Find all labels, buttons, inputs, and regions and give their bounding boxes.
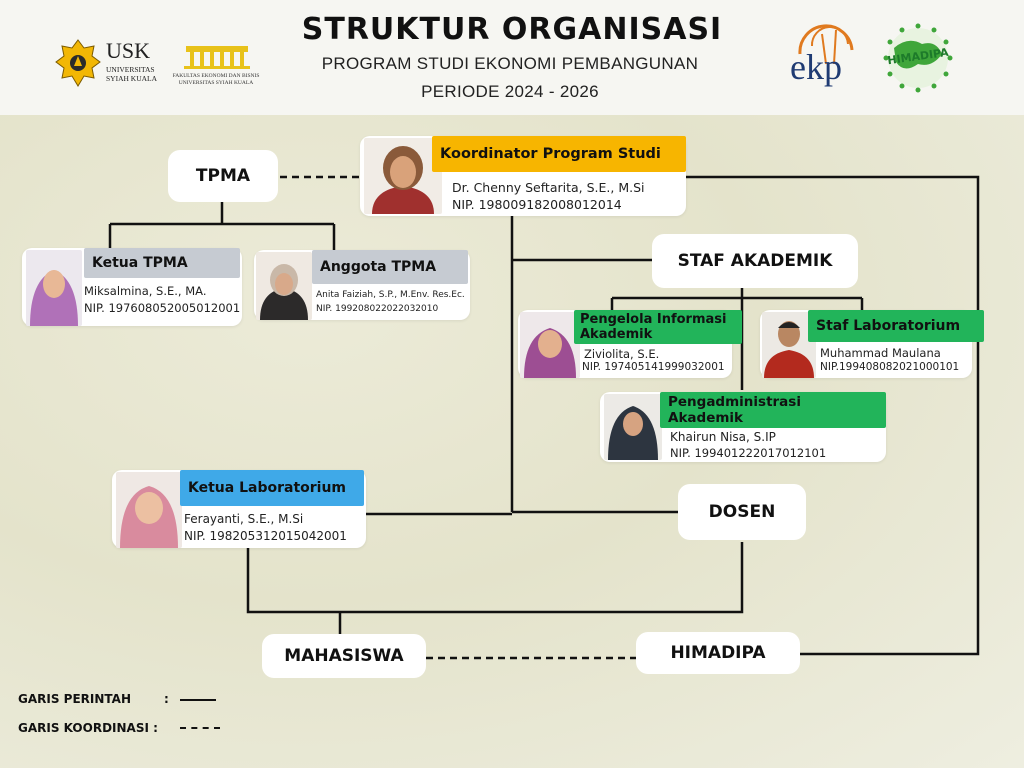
anggota-tpma-photo xyxy=(256,252,312,320)
ketua-lab-role: Ketua Laboratorium xyxy=(180,470,364,506)
person-avatar-icon xyxy=(116,472,182,548)
person-avatar-icon xyxy=(762,312,816,378)
staf-lab-photo xyxy=(762,312,816,378)
pengadministrasi-role: Pengadministrasi Akademik xyxy=(660,392,886,428)
mahasiswa-label: MAHASISWA xyxy=(284,646,404,666)
ketua-lab-nip: NIP. 198205312015042001 xyxy=(184,529,347,543)
ketua-tpma-nip: NIP. 197608052005012001 xyxy=(84,301,241,315)
legend-command-label: GARIS PERINTAH xyxy=(18,692,131,706)
legend-solid-line xyxy=(180,699,216,701)
tpma-box: TPMA xyxy=(168,150,278,202)
ketua-tpma-name: Miksalmina, S.E., MA. xyxy=(84,284,207,298)
tpma-label: TPMA xyxy=(195,166,251,186)
pengelola-role-line1: Pengelola Informasi xyxy=(580,312,727,327)
usk-logo: USK UNIVERSITAS SYIAH KUALA xyxy=(54,38,166,88)
pengadministrasi-photo xyxy=(604,394,662,460)
ekp-logo-text: ekp xyxy=(790,47,842,87)
person-avatar-icon xyxy=(26,250,82,326)
dosen-label: DOSEN xyxy=(708,502,776,522)
legend-dashed-line xyxy=(180,727,220,729)
ketua-tpma-role: Ketua TPMA xyxy=(84,248,240,278)
staf-lab-role: Staf Laboratorium xyxy=(808,310,984,342)
feb-logo-line1: FAKULTAS EKONOMI DAN BISNIS xyxy=(172,73,260,79)
usk-logo-name: USK xyxy=(106,38,151,63)
ketua-tpma-photo xyxy=(26,250,82,326)
himadipa-label: HIMADIPA xyxy=(670,643,766,663)
feb-logo: FAKULTAS EKONOMI DAN BISNIS UNIVERSITAS … xyxy=(170,40,260,88)
header xyxy=(0,0,1024,115)
legend-command-separator: : xyxy=(164,692,169,706)
pengelola-role: Pengelola Informasi Akademik xyxy=(574,310,742,344)
pengadministrasi-name: Khairun Nisa, S.IP xyxy=(670,430,776,444)
pengelola-photo xyxy=(520,312,580,378)
legend-coordination-label: GARIS KOORDINASI : xyxy=(18,721,158,735)
koordinator-photo xyxy=(364,138,442,214)
anggota-tpma-role: Anggota TPMA xyxy=(312,250,468,284)
pengadministrasi-nip: NIP. 199401222017012101 xyxy=(670,446,827,460)
period-label: PERIODE 2024 - 2026 xyxy=(421,82,599,101)
page-title: STRUKTUR ORGANISASI xyxy=(301,12,723,47)
himadipa-emblem-icon xyxy=(883,23,953,93)
pengelola-role-line2: Akademik xyxy=(580,327,653,342)
staf-lab-nip: NIP.199408082021000101 xyxy=(820,361,960,373)
person-avatar-icon xyxy=(256,252,312,320)
anggota-tpma-nip: NIP. 199208022022032010 xyxy=(316,304,439,314)
feb-building-icon xyxy=(184,46,250,69)
koordinator-name: Dr. Chenny Seftarita, S.E., M.Si xyxy=(452,180,645,195)
ekp-logo: ekp xyxy=(786,24,862,96)
usk-emblem-icon xyxy=(55,39,101,87)
ketua-lab-name: Ferayanti, S.E., M.Si xyxy=(184,512,304,526)
feb-logo-line2: UNIVERSITAS SYIAH KUALA xyxy=(178,80,254,86)
person-avatar-icon xyxy=(604,394,662,460)
usk-logo-line1: UNIVERSITAS xyxy=(106,65,155,74)
staf-akademik-box: STAF AKADEMIK xyxy=(652,234,858,288)
koordinator-role: Koordinator Program Studi xyxy=(432,136,686,172)
staf-lab-name: Muhammad Maulana xyxy=(820,346,941,360)
anggota-tpma-name: Anita Faiziah, S.P., M.Env. Res.Ec. xyxy=(316,290,465,300)
ekp-globe-icon xyxy=(798,24,854,65)
dosen-box: DOSEN xyxy=(678,484,806,540)
page-subtitle: PROGRAM STUDI EKONOMI PEMBANGUNAN xyxy=(321,54,699,73)
usk-logo-line2: SYIAH KUALA xyxy=(106,74,158,83)
mahasiswa-box: MAHASISWA xyxy=(262,634,426,678)
himadipa-logo: HIMADIPA xyxy=(878,18,958,98)
pengelola-nip: NIP. 197405141999032001 xyxy=(582,361,725,373)
pengelola-name: Ziviolita, S.E. xyxy=(584,347,660,361)
koordinator-nip: NIP. 198009182008012014 xyxy=(452,197,622,212)
staf-akademik-label: STAF AKADEMIK xyxy=(677,251,833,271)
person-avatar-icon xyxy=(364,138,442,214)
himadipa-box: HIMADIPA xyxy=(636,632,800,674)
ketua-lab-photo xyxy=(116,472,182,548)
person-avatar-icon xyxy=(520,312,580,378)
